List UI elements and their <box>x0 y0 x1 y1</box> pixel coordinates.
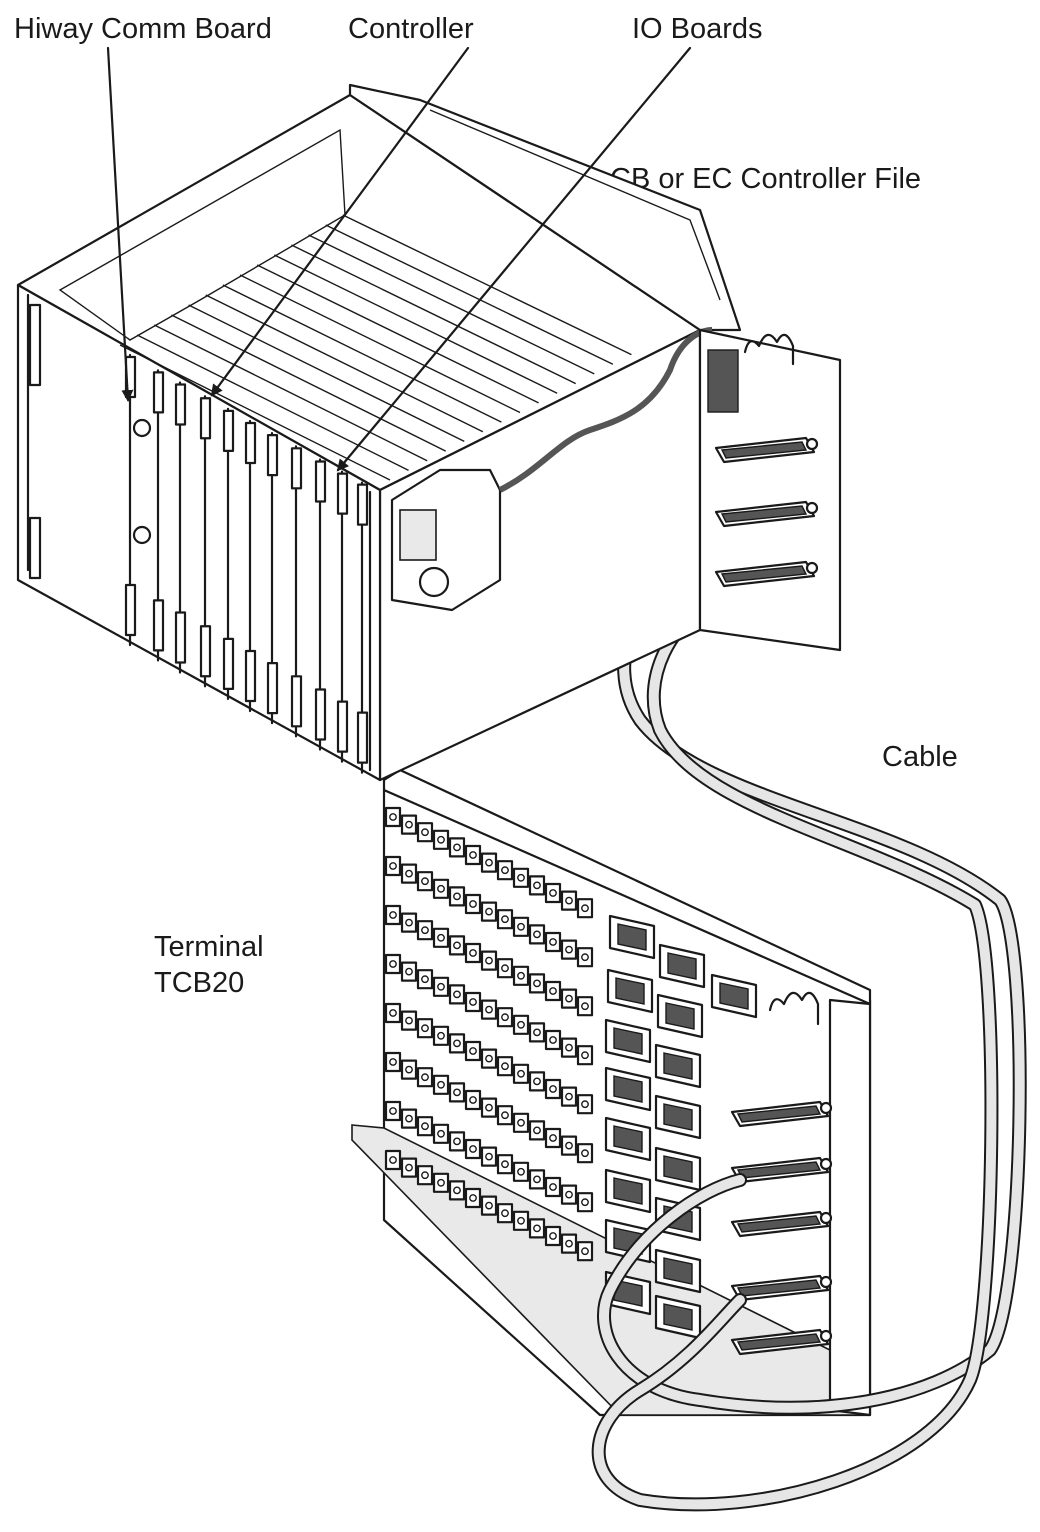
terminal-tcb20 <box>351 768 872 1417</box>
fuse-switch <box>658 943 706 989</box>
label-terminal: Terminal <box>154 931 264 963</box>
card-guide-line <box>222 284 502 423</box>
fuse-switch <box>604 1018 652 1064</box>
front-card-slots <box>28 303 369 774</box>
d-sub-connector <box>730 1328 833 1356</box>
card-guide-line <box>119 344 391 481</box>
back-panel-logo-mark <box>743 333 795 366</box>
card-guide-line <box>136 334 409 471</box>
card-guide-line <box>273 254 558 394</box>
card-slot <box>314 458 327 751</box>
terminal-block-rows <box>384 806 594 1262</box>
fuse-switch <box>604 1116 652 1162</box>
fuse-switch <box>710 973 758 1019</box>
label-controller: Controller <box>348 13 474 45</box>
terminal-block-row <box>384 1149 594 1262</box>
card-guide-line <box>308 234 595 375</box>
fuse-switch <box>654 1094 702 1140</box>
fuse-switch <box>604 1066 652 1112</box>
fuse-switch <box>608 914 656 960</box>
card-guide-line <box>171 314 447 452</box>
arrow-controller <box>210 46 470 397</box>
fuse-switch <box>604 1168 652 1214</box>
label-controller-file: CB or EC Controller File <box>610 163 922 195</box>
card-guide-line <box>205 294 484 433</box>
card-slot <box>336 470 349 763</box>
terminal-connectors <box>730 1100 833 1356</box>
card-slot <box>290 445 303 738</box>
power-switch-module <box>390 468 502 612</box>
terminal-block-row <box>384 1100 594 1213</box>
label-terminal-model: TCB20 <box>154 967 245 999</box>
d-sub-connector <box>714 560 819 588</box>
d-sub-connector <box>730 1100 833 1128</box>
terminal-logo-mark <box>768 991 820 1026</box>
label-io-boards: IO Boards <box>632 13 763 45</box>
back-panel-connectors <box>714 436 819 588</box>
board-knob <box>132 418 152 438</box>
power-switch <box>399 509 437 561</box>
terminal-block-row <box>384 806 594 919</box>
card-guide-line <box>239 274 521 414</box>
d-sub-connector <box>714 500 819 528</box>
board-knob <box>132 525 152 545</box>
fuse-switch <box>654 1043 702 1089</box>
terminal-block-row <box>384 855 594 968</box>
controller-file-chassis <box>16 83 742 782</box>
indicator-knob <box>418 566 450 598</box>
card-guide-line <box>325 224 614 365</box>
card-slot <box>152 369 165 662</box>
card-slot <box>244 419 257 713</box>
arrow-hiway-comm-board <box>106 46 134 402</box>
card-guide-line <box>256 264 539 404</box>
terminal-block-row <box>384 904 594 1017</box>
card-guide-line <box>153 324 428 462</box>
arrow-io-boards <box>336 46 692 472</box>
terminal-block-row <box>384 1051 594 1164</box>
fuse-switch <box>654 1248 702 1294</box>
ribbon-cables <box>591 533 1027 1512</box>
card-guide-slots <box>119 214 632 481</box>
controller-back-panel <box>698 328 842 652</box>
card-guide-line <box>188 304 465 443</box>
d-sub-connector <box>730 1274 833 1302</box>
rocker-switch <box>707 349 739 413</box>
d-sub-connector <box>714 436 819 464</box>
card-guide-line <box>342 214 632 356</box>
label-cable: Cable <box>882 741 958 773</box>
fuse-switch <box>654 1146 702 1192</box>
callout-arrows <box>106 46 692 472</box>
fuse-switch <box>606 968 654 1014</box>
card-guide-line <box>291 244 577 385</box>
card-slot <box>174 381 187 674</box>
chassis-front <box>16 283 382 782</box>
card-slot <box>222 407 235 701</box>
ground-wire <box>498 327 713 493</box>
card-slot <box>356 481 369 774</box>
terminal-block-row <box>384 1002 594 1115</box>
label-hiway-comm-board: Hiway Comm Board <box>14 13 272 45</box>
card-slot <box>199 395 212 688</box>
fuse-switch <box>656 993 704 1039</box>
card-slot <box>266 432 279 725</box>
d-sub-connector <box>730 1210 833 1238</box>
terminal-block-row <box>384 953 594 1066</box>
